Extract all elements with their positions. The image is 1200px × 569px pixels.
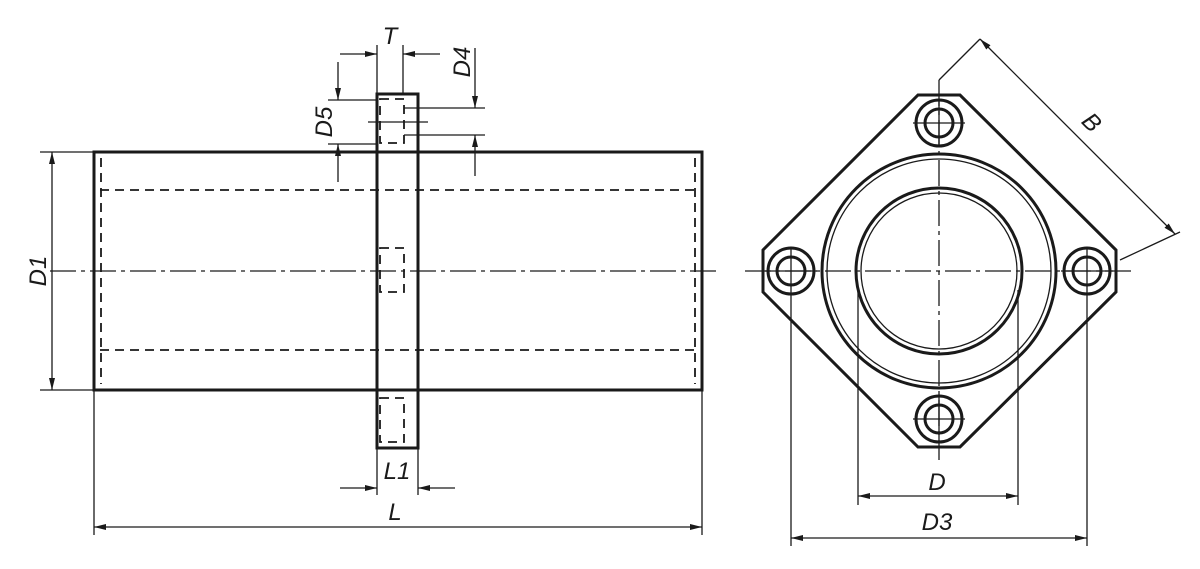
- dim-label-d3: D3: [922, 509, 953, 536]
- dim-label-t: T: [383, 23, 400, 50]
- dim-label-l: L: [388, 499, 401, 526]
- dim-label-d1: D1: [25, 256, 52, 287]
- dim-label-d: D: [928, 469, 945, 496]
- dim-label-b: B: [1076, 107, 1106, 137]
- side-view: T D5 D4 D1 L1 L: [25, 23, 720, 535]
- front-view: B D D3: [745, 38, 1181, 546]
- dim-label-l1: L1: [384, 458, 411, 485]
- dim-label-d5: D5: [311, 106, 338, 137]
- dim-label-d4: D4: [449, 47, 476, 78]
